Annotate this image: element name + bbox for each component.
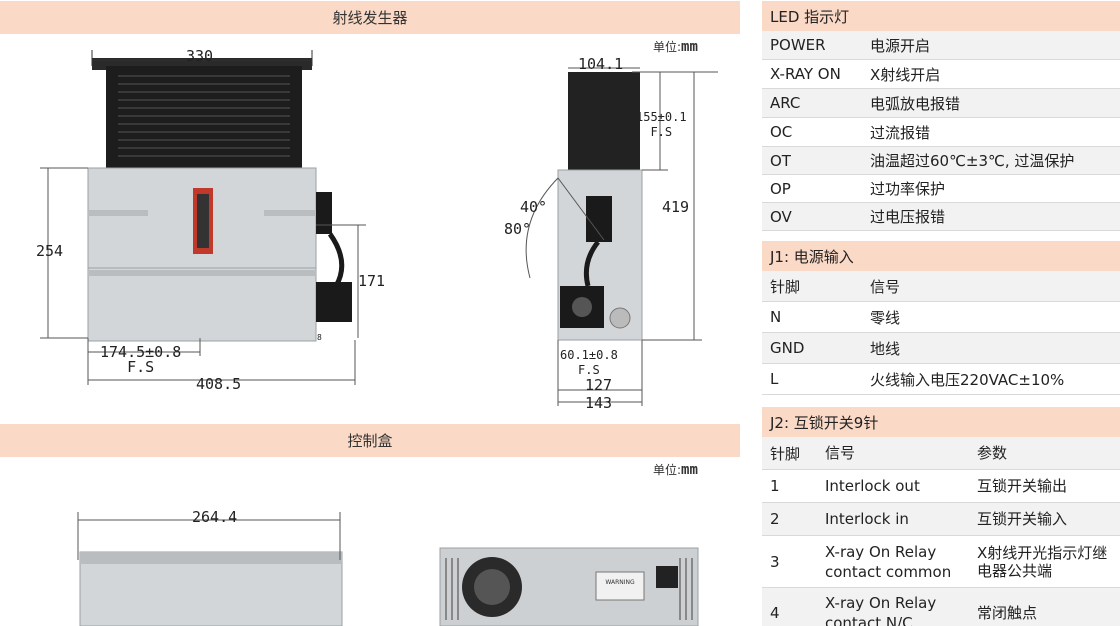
pin-cell: L: [770, 370, 779, 388]
pin-cell: 2: [770, 510, 780, 528]
dim-side-top-width: 104.1: [578, 55, 624, 73]
signal-cell: 零线: [870, 308, 901, 327]
control-box-front: [77, 512, 343, 626]
col-header-pin: 针脚: [770, 444, 801, 463]
led-table-title: LED 指示灯: [762, 1, 1120, 31]
dim-tiny: 8: [317, 333, 322, 342]
led-table: LED 指示灯 POWER 电源开启 X-RAY ON X射线开启 ARC 电弧放电报…: [762, 1, 1120, 231]
pin-cell: 3: [770, 552, 780, 571]
led-value: 过电压报错: [870, 208, 946, 226]
table-row: OV 过电压报错: [762, 203, 1120, 231]
dim-side-offset-fs: F.S: [578, 363, 600, 377]
col-header-pin: 针脚: [770, 277, 801, 296]
table-row: ARC 电弧放电报错: [762, 89, 1120, 118]
signal-cell: 火线输入电压220VAC±10%: [870, 370, 1065, 389]
table-header-row: 针脚 信号 参数: [762, 437, 1120, 470]
table-row: OC 过流报错: [762, 118, 1120, 147]
table-row: OP 过功率保护: [762, 175, 1120, 203]
pin-cell: 1: [770, 477, 780, 495]
led-key: OT: [770, 151, 791, 170]
j1-table: J1: 电源输入 针脚 信号 N 零线 GND 地线 L 火线输入电压220VAC±10…: [762, 241, 1120, 395]
table-row: GND 地线: [762, 333, 1120, 364]
pin-cell: 4: [770, 603, 780, 622]
signal-cell: Interlock out: [825, 477, 920, 495]
dim-side-offset: 60.1±0.8 F.S: [560, 348, 618, 378]
led-key: POWER: [770, 36, 826, 54]
generator-section-title: 射线发生器: [0, 1, 740, 34]
table-row: L 火线输入电压220VAC±10%: [762, 364, 1120, 395]
generator-drawing: WARNING: [40, 50, 718, 626]
dim-front-offset-value: 174.5±0.8: [100, 343, 182, 361]
led-key: ARC: [770, 94, 801, 112]
led-key: OC: [770, 123, 793, 141]
col-header-signal: 信号: [870, 277, 901, 296]
j2-table-title: J2: 互锁开关9针: [762, 407, 1120, 437]
dim-side-total-height: 419: [662, 198, 690, 216]
dim-front-width: 330: [186, 47, 214, 65]
control-box-title-text: 控制盒: [347, 432, 393, 450]
table-row: POWER 电源开启: [762, 31, 1120, 60]
dim-side-angle-40: 40°: [520, 198, 548, 216]
dim-side-top-height-fs: F.S: [650, 125, 673, 139]
side-heatsink: [568, 72, 640, 170]
table-row: 4 X-ray On Relay contact N/C 常闭触点: [762, 588, 1120, 626]
param-cell: 互锁开关输出: [977, 477, 1068, 495]
col-header-param: 参数: [977, 444, 1008, 462]
heatsink: [92, 58, 312, 168]
unit-value: mm: [681, 462, 698, 478]
table-row: X-RAY ON X射线开启: [762, 60, 1120, 89]
table-row: 3 X-ray On Relay contact common X射线开光指示灯继电…: [762, 536, 1120, 588]
table-row: OT 油温超过60℃±3℃, 过温保护: [762, 147, 1120, 175]
pin-cell: GND: [770, 339, 805, 357]
dim-front-total-width: 408.5: [196, 375, 242, 393]
param-cell: 常闭触点: [977, 603, 1038, 622]
led-value: 过功率保护: [870, 180, 946, 198]
dim-side-top-height: 155±0.1 F.S: [636, 110, 687, 140]
signal-cell: 地线: [870, 339, 901, 358]
signal-cell: Interlock in: [825, 510, 909, 528]
control-box-section-title: 控制盒: [0, 424, 740, 457]
unit-label: 单位:: [653, 463, 682, 477]
led-key: OV: [770, 207, 792, 226]
control-box-unit: 单位:mm: [653, 461, 698, 478]
unit-label: 单位:: [653, 40, 682, 54]
col-header-signal: 信号: [825, 444, 856, 462]
dim-side-top-height-value: 155±0.1: [636, 110, 687, 124]
param-cell: 互锁开关输入: [977, 510, 1068, 528]
dim-side-outer-width: 143: [585, 394, 613, 412]
dim-control-box-width: 264.4: [192, 508, 238, 526]
signal-cell: X-ray On Relay contact N/C: [825, 593, 937, 626]
dim-side-offset-value: 60.1±0.8: [560, 348, 618, 362]
generator-title-text: 射线发生器: [332, 9, 408, 27]
signal-cell: X-ray On Relay contact common: [825, 542, 952, 581]
dim-front-height: 254: [36, 242, 64, 260]
table-row: 2 Interlock in 互锁开关输入: [762, 503, 1120, 536]
dim-side-inner-width: 127: [585, 376, 613, 394]
dim-front-offset-fs: F.S: [127, 358, 155, 376]
led-value: 油温超过60℃±3℃, 过温保护: [870, 152, 1075, 170]
led-value: 过流报错: [870, 123, 931, 142]
control-box-side: WARNING: [439, 547, 699, 626]
led-key: X-RAY ON: [770, 65, 841, 83]
j1-table-title: J1: 电源输入: [762, 241, 1120, 271]
table-row: N 零线: [762, 302, 1120, 333]
generator-unit: 单位:mm: [653, 38, 698, 55]
led-value: 电源开启: [870, 36, 931, 55]
pin-cell: N: [770, 308, 782, 326]
dim-side-angle-80: 80°: [504, 220, 532, 238]
unit-value: mm: [681, 39, 698, 55]
table-header-row: 针脚 信号: [762, 271, 1120, 302]
table-row: 1 Interlock out 互锁开关输出: [762, 470, 1120, 503]
j2-table: J2: 互锁开关9针 针脚 信号 参数 1 Interlock out 互锁开关输出 2…: [762, 407, 1120, 626]
led-value: 电弧放电报错: [870, 94, 961, 113]
param-cell: X射线开光指示灯继电器公共端: [977, 543, 1108, 580]
led-key: OP: [770, 179, 791, 198]
dim-front-offset: 174.5±0.8 F.S: [100, 345, 181, 375]
warning-label: WARNING: [605, 579, 635, 586]
dim-front-connector-height: 171: [358, 272, 386, 290]
led-value: X射线开启: [870, 65, 941, 84]
